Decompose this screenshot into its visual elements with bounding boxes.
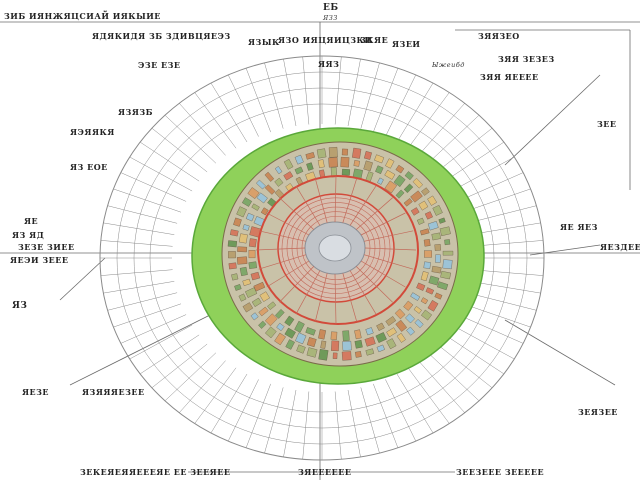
top-center-sublabel: ЯЗЗ	[323, 14, 338, 22]
top-left-title: ЗИБ ИЯНЖЯЦСИАЙ ИЯКЫИЕ	[4, 11, 161, 21]
left-label-4: ЯЗ ЕОЕ	[70, 162, 108, 172]
top-right-label-2: ЗЯЯ ЗЕЗЕЗ	[498, 54, 555, 64]
top-right-label-3: ЗЯЯ ЯЕЕЕЕ	[480, 72, 539, 82]
left-label-11: ЯЗЯЯЯЕЗЕЕ	[82, 387, 145, 397]
left-label-8: ЯЕЭИ ЗЕЕЕ	[10, 255, 69, 265]
city-core	[221, 141, 459, 367]
top-mid-label-4: ЯЗЕИ	[392, 39, 421, 49]
top-mid-label-3: ЗКЯЕ	[360, 35, 389, 45]
left-label-2: ЯЗЯЗБ	[118, 107, 153, 117]
bottom-left-label: ЗЕКЕЯЕЯЯЕЕЕЯЕ ЕЕ ЗЕЕЯЕЕ	[80, 467, 231, 477]
outer-grid	[99, 55, 545, 461]
bottom-right-label: ЗЕЕЗЕЕЕ ЗЕЕЕЕЕ	[456, 467, 545, 477]
left-label-1: ЭЗЕ ЕЗЕ	[138, 60, 181, 70]
left-label-9: ЯЗ	[12, 301, 28, 311]
bottom-center-label: ЗЯЕЕЕЕЕЕ	[298, 467, 352, 477]
top-right-label-1: ЗЯЯЗЕО	[478, 31, 520, 41]
right-label-4: ЗЕЯЗЕЕ	[578, 407, 618, 417]
top-left-subtitle: ЯДЯКИДЯ ЗБ ЗДИВЦЯЕЭЗ	[92, 31, 231, 41]
ring-top-label: ЯЯЗ	[318, 59, 340, 69]
top-center-label: ЕБ	[323, 3, 339, 13]
right-label-2: ЯЕ ЯЕЗ	[560, 222, 598, 232]
right-label-3: ЯЕЗДЕЕ	[600, 242, 640, 252]
right-label-1: ЗЕЕ	[597, 119, 617, 129]
top-mid-label-1: ЯЗЫК	[248, 37, 280, 47]
left-label-7: ЗЕЗЕ ЗИЕЕ	[18, 242, 75, 252]
top-right-small-label: Ыжеибд	[432, 61, 465, 69]
top-mid-label-2: ЯЗО ИЯЦЯИЦЗКИ	[278, 35, 373, 45]
left-label-5: ЯЕ	[24, 216, 39, 226]
left-label-10: ЯЕЗЕ	[22, 387, 50, 397]
left-label-3: ЯЭЯЯКЯ	[70, 127, 115, 137]
left-label-6: ЯЗ ЯД	[12, 230, 45, 240]
